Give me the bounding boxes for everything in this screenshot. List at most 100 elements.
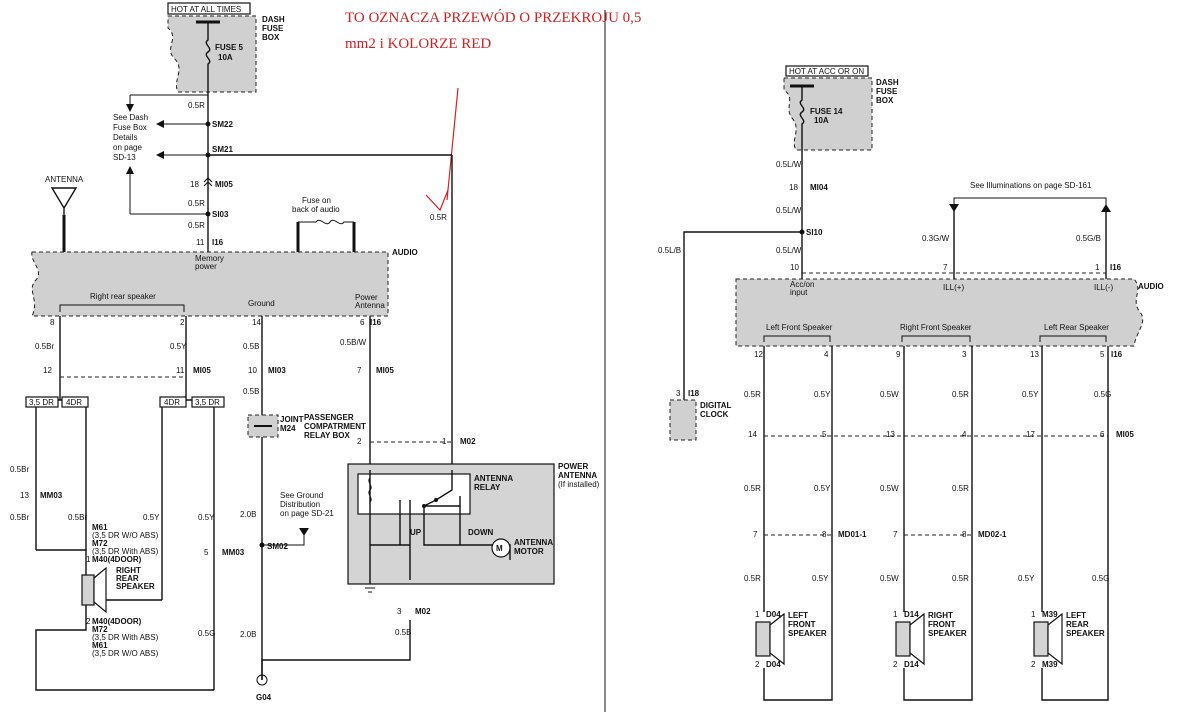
wire-label: 0.5R — [952, 390, 969, 399]
connector-label: I16 — [1111, 350, 1123, 359]
fuse-label: FUSE — [876, 87, 898, 96]
wire-label: 0.5Y — [170, 342, 187, 351]
motor-label: MOTOR — [514, 547, 544, 556]
conn-label: M61 — [92, 523, 108, 532]
dr35-box-2 — [191, 396, 225, 408]
wire-rfs-minus — [903, 346, 973, 701]
pin-label: 8 — [50, 318, 55, 327]
up-label: UP — [410, 528, 422, 537]
dash-fuse-box-2 — [783, 77, 873, 151]
pin-label: 13 — [20, 491, 29, 500]
acc-on-label: input — [790, 288, 808, 297]
lrs-pin-label: Left Rear Speaker — [1044, 323, 1109, 332]
wire-label: 0.5L/W — [776, 160, 802, 169]
fuse-5-element — [205, 22, 211, 92]
pin-label: 2 — [86, 617, 91, 626]
wire-label: 0.5R — [744, 390, 761, 399]
connector-label: MI04 — [810, 183, 828, 192]
dash-fuse-box — [167, 15, 257, 93]
rfs-speaker-body — [895, 621, 911, 657]
illum-bracket — [953, 197, 1107, 206]
wire-label: 0.5B — [395, 628, 411, 637]
dr4-box — [61, 396, 89, 408]
wire-label: 0.5Br — [68, 513, 87, 522]
dr35-label: 3,5 DR — [195, 398, 220, 407]
hot-at-all-times-box — [167, 2, 251, 15]
box-label: BOX — [876, 96, 894, 105]
passenger-box-label: PASSENGER — [304, 413, 354, 422]
memory-power-label: power — [195, 262, 217, 271]
see-dash-fuse-text: on page — [113, 143, 142, 152]
relay-label: ANTENNA — [474, 474, 513, 483]
fuse-on-back-text: Fuse on — [302, 196, 331, 205]
note-line-1: TO OZNACZA PRZEWÓD O PRZEKROJU 0,5 — [345, 9, 641, 26]
conn-label: M61 — [92, 641, 108, 650]
lrs-speaker-body — [1033, 621, 1049, 657]
lrs-label: REAR — [1066, 620, 1089, 629]
pin-label: 2 — [180, 318, 185, 327]
wire-label: 2.0B — [240, 510, 256, 519]
wire-lrs-minus — [1041, 346, 1109, 701]
pin-label: 1 — [893, 610, 898, 619]
wire-label: 0.5R — [188, 221, 205, 230]
wire-0-5b-m02 — [261, 620, 411, 680]
wire-label: 0.5W — [880, 484, 899, 493]
rrs-plus-branch — [35, 399, 87, 550]
wire-label: 0.5Y — [198, 513, 215, 522]
connector-label: D14 — [904, 660, 919, 669]
dr4-label: 4DR — [66, 398, 82, 407]
relay-contact — [422, 504, 426, 508]
rfs-label: SPEAKER — [928, 629, 967, 638]
conn-label: M72 — [92, 539, 108, 548]
pin-label: 5 — [1100, 350, 1105, 359]
ground-icon — [362, 583, 378, 593]
fuse-14-label: FUSE 14 — [810, 107, 843, 116]
down-label: DOWN — [468, 528, 494, 537]
speaker-icon — [909, 612, 925, 666]
pin-label: 5 — [822, 430, 827, 439]
pin-label: 2 — [755, 660, 760, 669]
pin-label: 3 — [397, 607, 402, 616]
conn-label: (3,5 DR W/O ABS) — [92, 649, 159, 658]
relay-label: RELAY — [474, 483, 501, 492]
pin-label: 3 — [676, 389, 681, 398]
pin-label: 12 — [754, 350, 763, 359]
ill-plus-label: ILL(+) — [943, 283, 964, 292]
pin-label: 18 — [789, 183, 798, 192]
rrs-pin-label: Right rear speaker — [90, 292, 156, 301]
pin-label: 7 — [357, 366, 362, 375]
dr35-label: 3,5 DR — [29, 398, 54, 407]
motor-label: ANTENNA — [514, 538, 553, 547]
power-antenna-label: ANTENNA — [558, 471, 597, 480]
wire-label: 0.5Br — [10, 465, 29, 474]
connector-label: MM03 — [222, 548, 245, 557]
see-dash-fuse-text: Fuse Box — [113, 123, 147, 132]
wire-label: 0.5G — [198, 629, 215, 638]
passenger-box-label: RELAY BOX — [304, 431, 350, 440]
pin-label: 8 — [822, 530, 827, 539]
hot-at-all-times-label: HOT AT ALL TIMES — [171, 5, 241, 14]
wire-label: 0.5G/B — [1076, 234, 1101, 243]
conn-label: M72 — [92, 625, 108, 634]
digital-clock — [669, 399, 697, 441]
relay-internal-wires — [399, 500, 511, 580]
spk-plus-wire — [36, 549, 87, 575]
wire-label: 0.5R — [952, 574, 969, 583]
passenger-box-label: COMPATRMENT — [304, 422, 366, 431]
pin-label: 17 — [1026, 430, 1035, 439]
connector-label: MI05 — [376, 366, 394, 375]
connector-label: MM03 — [40, 491, 63, 500]
rrs-label: SPEAKER — [116, 582, 155, 591]
pin-label: 7 — [753, 530, 758, 539]
audio-fuse-icon — [298, 219, 354, 225]
see-dash-fuse-text: See Dash — [113, 113, 148, 122]
connector-label: MI05 — [215, 180, 233, 189]
see-ground-text: Distribution — [280, 500, 320, 509]
pin-label: 2 — [1031, 660, 1036, 669]
pin-label: 6 — [1100, 430, 1105, 439]
see-illum-text: See Illuminations on page SD-161 — [970, 181, 1092, 190]
note-arrow-head — [425, 189, 449, 212]
connector-label: I16 — [1110, 263, 1122, 272]
connector-label: MD01-1 — [838, 530, 867, 539]
wire-label: 0.5Y — [814, 484, 831, 493]
